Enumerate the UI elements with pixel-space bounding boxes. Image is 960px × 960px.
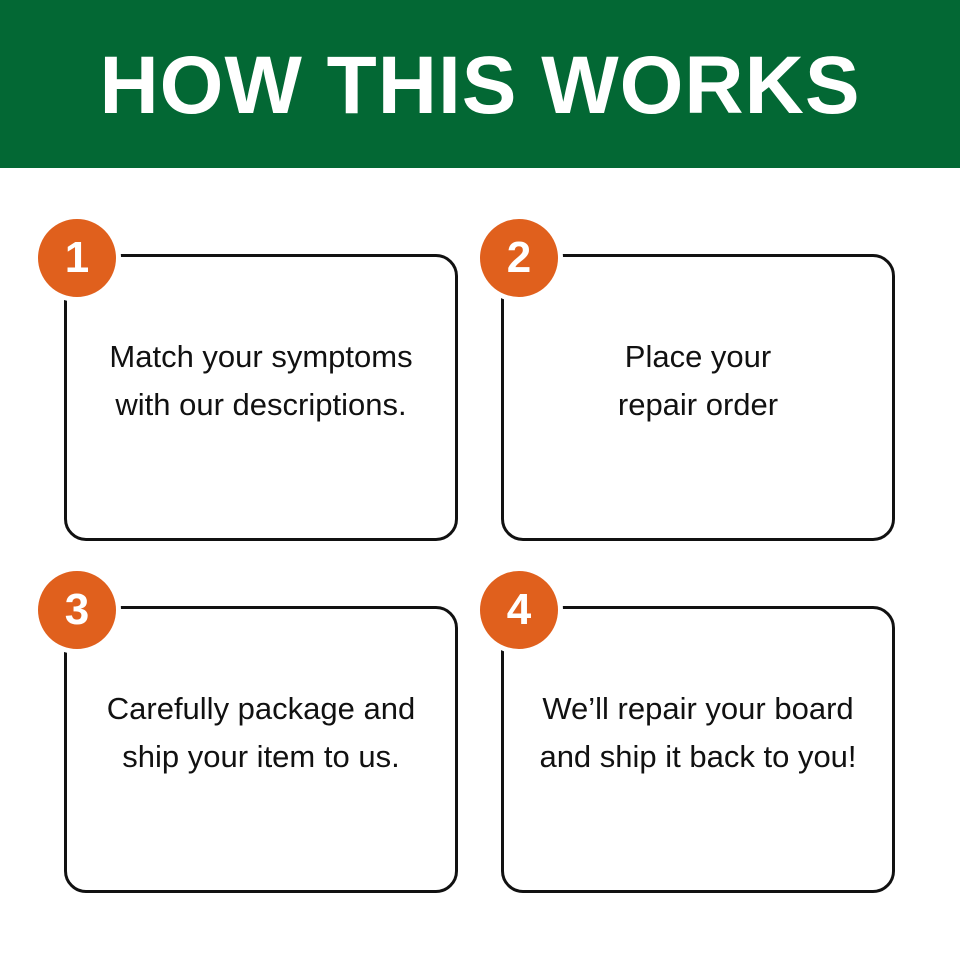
- step-text: Carefully package and ship your item to …: [106, 690, 416, 774]
- step-card-1: Match your symptoms with our description…: [33, 214, 458, 541]
- step-number-badge: 2: [475, 214, 563, 302]
- page-title: HOW THIS WORKS: [99, 40, 861, 131]
- step-text: Place your repair order: [617, 338, 779, 422]
- step-text: Match your symptoms with our description…: [109, 338, 413, 422]
- step-number-badge: 1: [33, 214, 121, 302]
- step-box: Place your repair order: [501, 254, 895, 541]
- step-number-badge: 4: [475, 566, 563, 654]
- header-banner: HOW THIS WORKS: [0, 0, 960, 168]
- step-box: Carefully package and ship your item to …: [64, 606, 458, 893]
- step-number-badge: 3: [33, 566, 121, 654]
- step-box: Match your symptoms with our description…: [64, 254, 458, 541]
- step-card-4: We’ll repair your board and ship it back…: [475, 566, 895, 893]
- step-card-2: Place your repair order 2: [475, 214, 895, 541]
- step-text: We’ll repair your board and ship it back…: [539, 690, 857, 774]
- step-box: We’ll repair your board and ship it back…: [501, 606, 895, 893]
- step-card-3: Carefully package and ship your item to …: [33, 566, 458, 893]
